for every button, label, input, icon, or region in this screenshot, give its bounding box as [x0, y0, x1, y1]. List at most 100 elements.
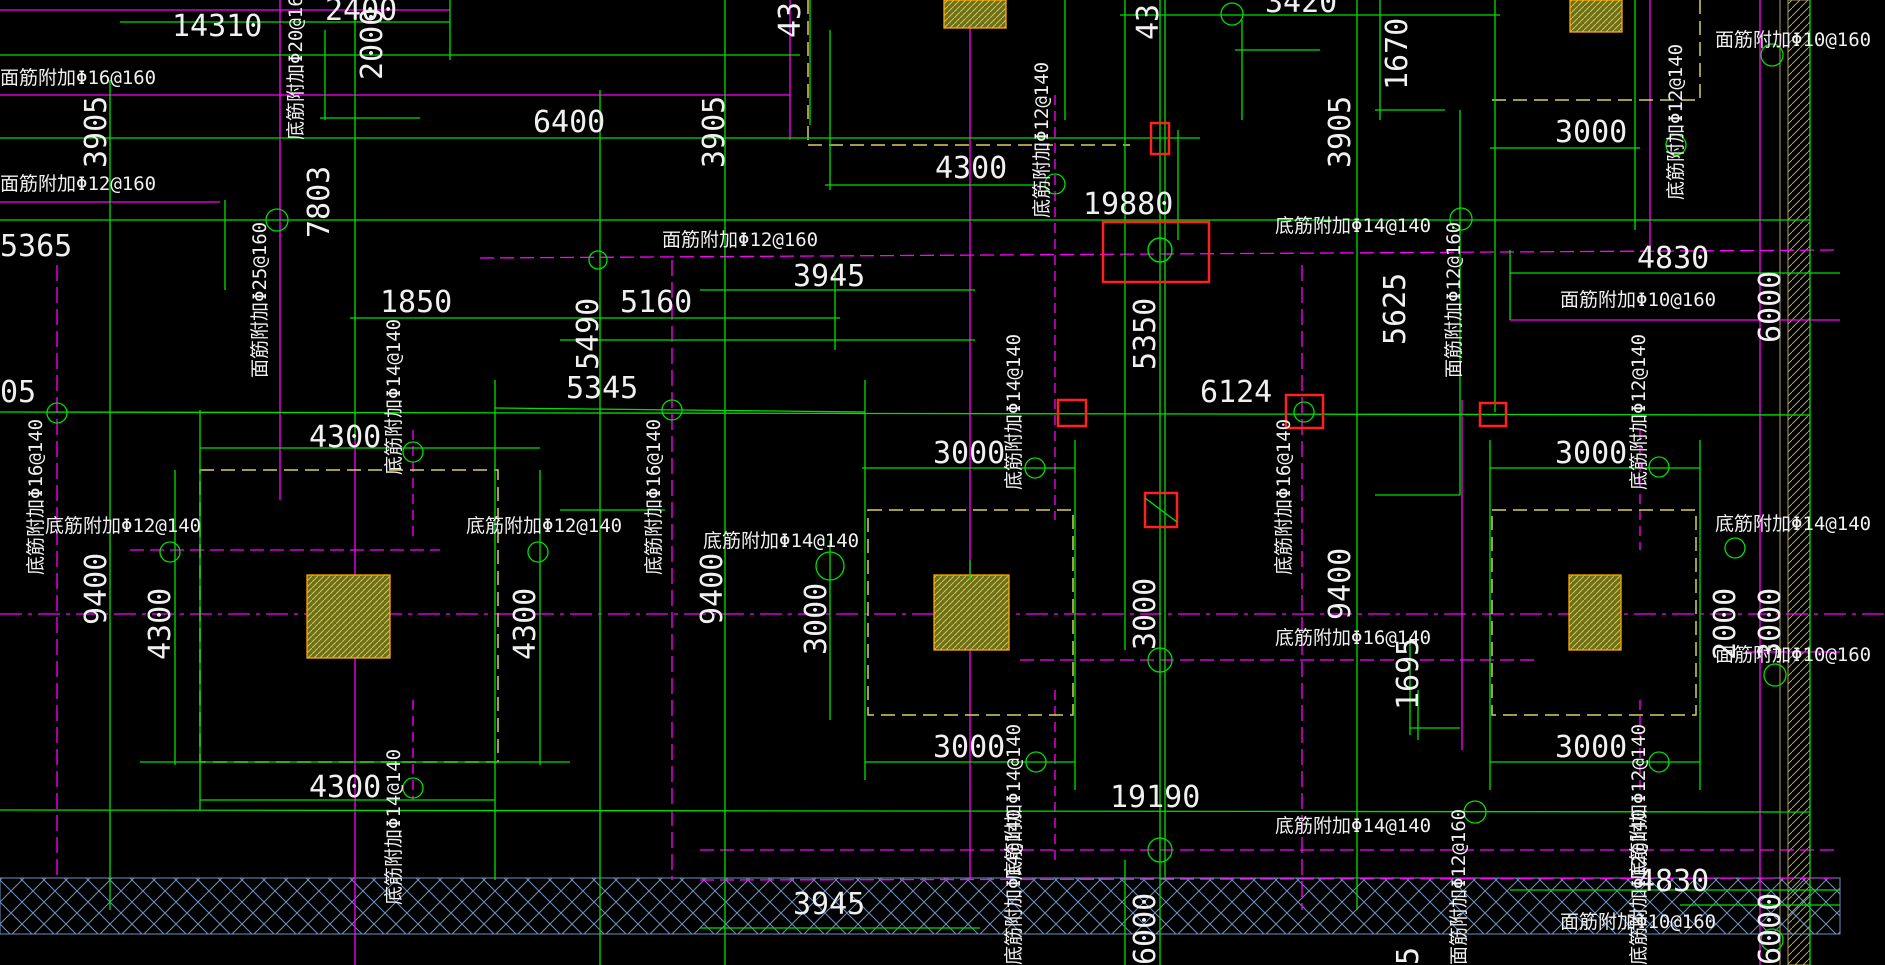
dim-5160: 5160	[620, 285, 692, 320]
circle-marker-icon	[1463, 800, 1487, 824]
circle-marker-icon	[265, 208, 289, 232]
dim-4300-left-v: 4300	[143, 588, 178, 660]
dim-5345: 5345	[566, 371, 638, 406]
dim-6400: 6400	[533, 105, 605, 140]
dim-2000: 2000	[355, 8, 390, 80]
note-top-25: 面筋附加Φ25@160	[249, 222, 271, 378]
circle-marker-icon	[402, 441, 424, 463]
red-highlight-box-icon[interactable]	[1143, 491, 1179, 529]
note-bot-16-center: 底筋附加Φ16@140	[1275, 627, 1431, 649]
note-bot-14-lower-left-v: 底筋附加Φ14@140	[383, 749, 405, 905]
dim-2000-right-a: 2000	[1708, 588, 1743, 660]
vertical-dimension-labels: 2000 43 43 1670 3905 3905 3905 7803 5625…	[79, 2, 1788, 965]
circle-marker-icon	[159, 541, 181, 563]
red-highlight-box-icon[interactable]	[1149, 121, 1171, 156]
note-bot-12-mid-left: 底筋附加Φ12@140	[466, 515, 622, 537]
retaining-wall	[1787, 0, 1811, 965]
dim-4300-top: 4300	[935, 151, 1007, 186]
note-top-12-right-v: 面筋附加Φ12@160	[1443, 222, 1465, 378]
circle-marker-icon	[1665, 134, 1687, 156]
dim-3420: 3420	[1265, 0, 1337, 20]
circle-marker-icon	[1220, 2, 1244, 26]
rebar-notes: 面筋附加Φ16@160 面筋附加Φ12@160 面筋附加Φ10@160 面筋附加…	[0, 29, 1871, 933]
rebar-circle-markers	[46, 2, 1787, 952]
note-bot-14-right: 底筋附加Φ14@140	[1715, 513, 1871, 535]
dim-4830-bottom: 4830	[1637, 864, 1709, 899]
dimension-labels: 14310 2400 3420 6400 3000 4300 19880 536…	[0, 0, 1709, 922]
dim-6000-bottom-mid: 6000	[1128, 893, 1163, 965]
circle-marker-icon	[1648, 456, 1670, 478]
note-top-12-mid: 面筋附加Φ12@160	[662, 229, 818, 251]
note-bot-14-left-v: 底筋附加Φ14@140	[383, 319, 405, 475]
column-hatched-icon	[1568, 574, 1622, 651]
note-bot-16-left-v: 底筋附加Φ16@140	[25, 419, 47, 575]
circle-marker-icon	[402, 777, 424, 799]
note-bot-16-mid-v: 底筋附加Φ16@140	[643, 419, 665, 575]
red-highlight-box-icon[interactable]	[1478, 401, 1508, 428]
circle-marker-icon	[588, 250, 608, 270]
circle-marker-icon	[1763, 663, 1787, 687]
dim-5350: 5350	[1128, 298, 1163, 370]
note-bot-14-mid: 底筋附加Φ14@140	[703, 530, 859, 552]
dim-3905-left: 3905	[79, 96, 114, 168]
highlight-markers[interactable]	[1056, 121, 1508, 529]
note-top-10-right-lower: 面筋附加Φ10@160	[1715, 644, 1871, 666]
note-bot-14-lower: 底筋附加Φ14@140	[1275, 815, 1431, 837]
circle-marker-icon	[1044, 173, 1066, 195]
dim-6124: 6124	[1200, 375, 1272, 410]
slab-edge-hatch-band	[0, 877, 1841, 935]
dim-43-b: 43	[1131, 4, 1166, 40]
note-bot-12-top-mid: 底筋附加Φ12@140	[1031, 62, 1053, 218]
note-bot-14-bottom-mid-v: 底筋附加Φ14@140	[1003, 809, 1025, 965]
dim-4300-left-top: 4300	[309, 420, 381, 455]
dim-5-bottom: 5	[1391, 947, 1426, 965]
note-right-top-10-a: 面筋附加Φ10@160	[1715, 29, 1871, 51]
red-highlight-box-icon[interactable]	[1284, 393, 1325, 430]
circle-marker-icon	[1648, 751, 1670, 773]
circle-marker-icon	[1024, 457, 1046, 479]
circle-marker-icon	[661, 399, 683, 421]
column-hatched-icon	[1569, 0, 1623, 33]
column-hatched-icon	[943, 0, 1007, 29]
note-bot-20: 底筋附加Φ20@160	[285, 0, 307, 140]
vertical-rebar-notes: 底筋附加Φ20@160 底筋附加Φ12@140 底筋附加Φ12@140 面筋附加…	[25, 0, 1687, 965]
circle-marker-icon	[46, 402, 68, 424]
circle-marker-icon	[815, 551, 845, 581]
dim-3000-mid-top: 3000	[933, 436, 1005, 471]
dim-3000-right-top: 3000	[1555, 436, 1627, 471]
dim-2400: 2400	[325, 0, 397, 28]
dim-9400-mid: 9400	[695, 553, 730, 625]
red-highlight-box-icon[interactable]	[1101, 220, 1211, 284]
dim-6000-top: 6000	[1753, 271, 1788, 343]
dim-3000-mid-bottom: 3000	[933, 730, 1005, 765]
dim-3000-right-bottom: 3000	[1555, 730, 1627, 765]
note-top-10-bottom: 面筋附加Φ10@160	[1560, 911, 1716, 933]
note-bot-14-top: 底筋附加Φ14@140	[1275, 215, 1431, 237]
column-hatched-icon	[306, 574, 391, 659]
note-bot-12-top-right: 底筋附加Φ12@140	[1665, 44, 1687, 200]
dim-5365: 5365	[0, 229, 72, 264]
circle-marker-icon	[1724, 537, 1746, 559]
circle-marker-icon	[1147, 837, 1173, 863]
dim-9400-left: 9400	[79, 553, 114, 625]
note-top-12-left: 面筋附加Φ12@160	[0, 173, 156, 195]
circle-marker-icon	[1449, 207, 1473, 231]
note-bot-14-mid-v: 底筋附加Φ14@140	[1003, 334, 1025, 490]
columns	[306, 0, 1623, 659]
red-highlight-box-icon[interactable]	[1056, 398, 1088, 428]
dim-3000-top: 3000	[1555, 115, 1627, 150]
note-bot-12-lower-right-v: 底筋附加Φ12@140	[1628, 724, 1650, 880]
note-bot-12-right-v: 底筋附加Φ12@140	[1628, 334, 1650, 490]
dim-4830-top: 4830	[1637, 241, 1709, 276]
note-bot-16-right-v: 底筋附加Φ16@140	[1273, 419, 1295, 575]
dim-4300-left-bottom: 4300	[309, 770, 381, 805]
dim-5625: 5625	[1378, 273, 1413, 345]
dim-3000-right-v: 3000	[1753, 588, 1788, 660]
dim-6000-bottom-right: 6000	[1753, 893, 1788, 965]
note-bot-12-bottom-right-v: 底筋附加Φ12@140	[1628, 809, 1650, 965]
dim-3000-center-v: 3000	[1128, 578, 1163, 650]
dim-3945-bottom: 3945	[793, 887, 865, 922]
circle-marker-icon	[1025, 751, 1047, 773]
circle-marker-icon	[1760, 928, 1784, 952]
